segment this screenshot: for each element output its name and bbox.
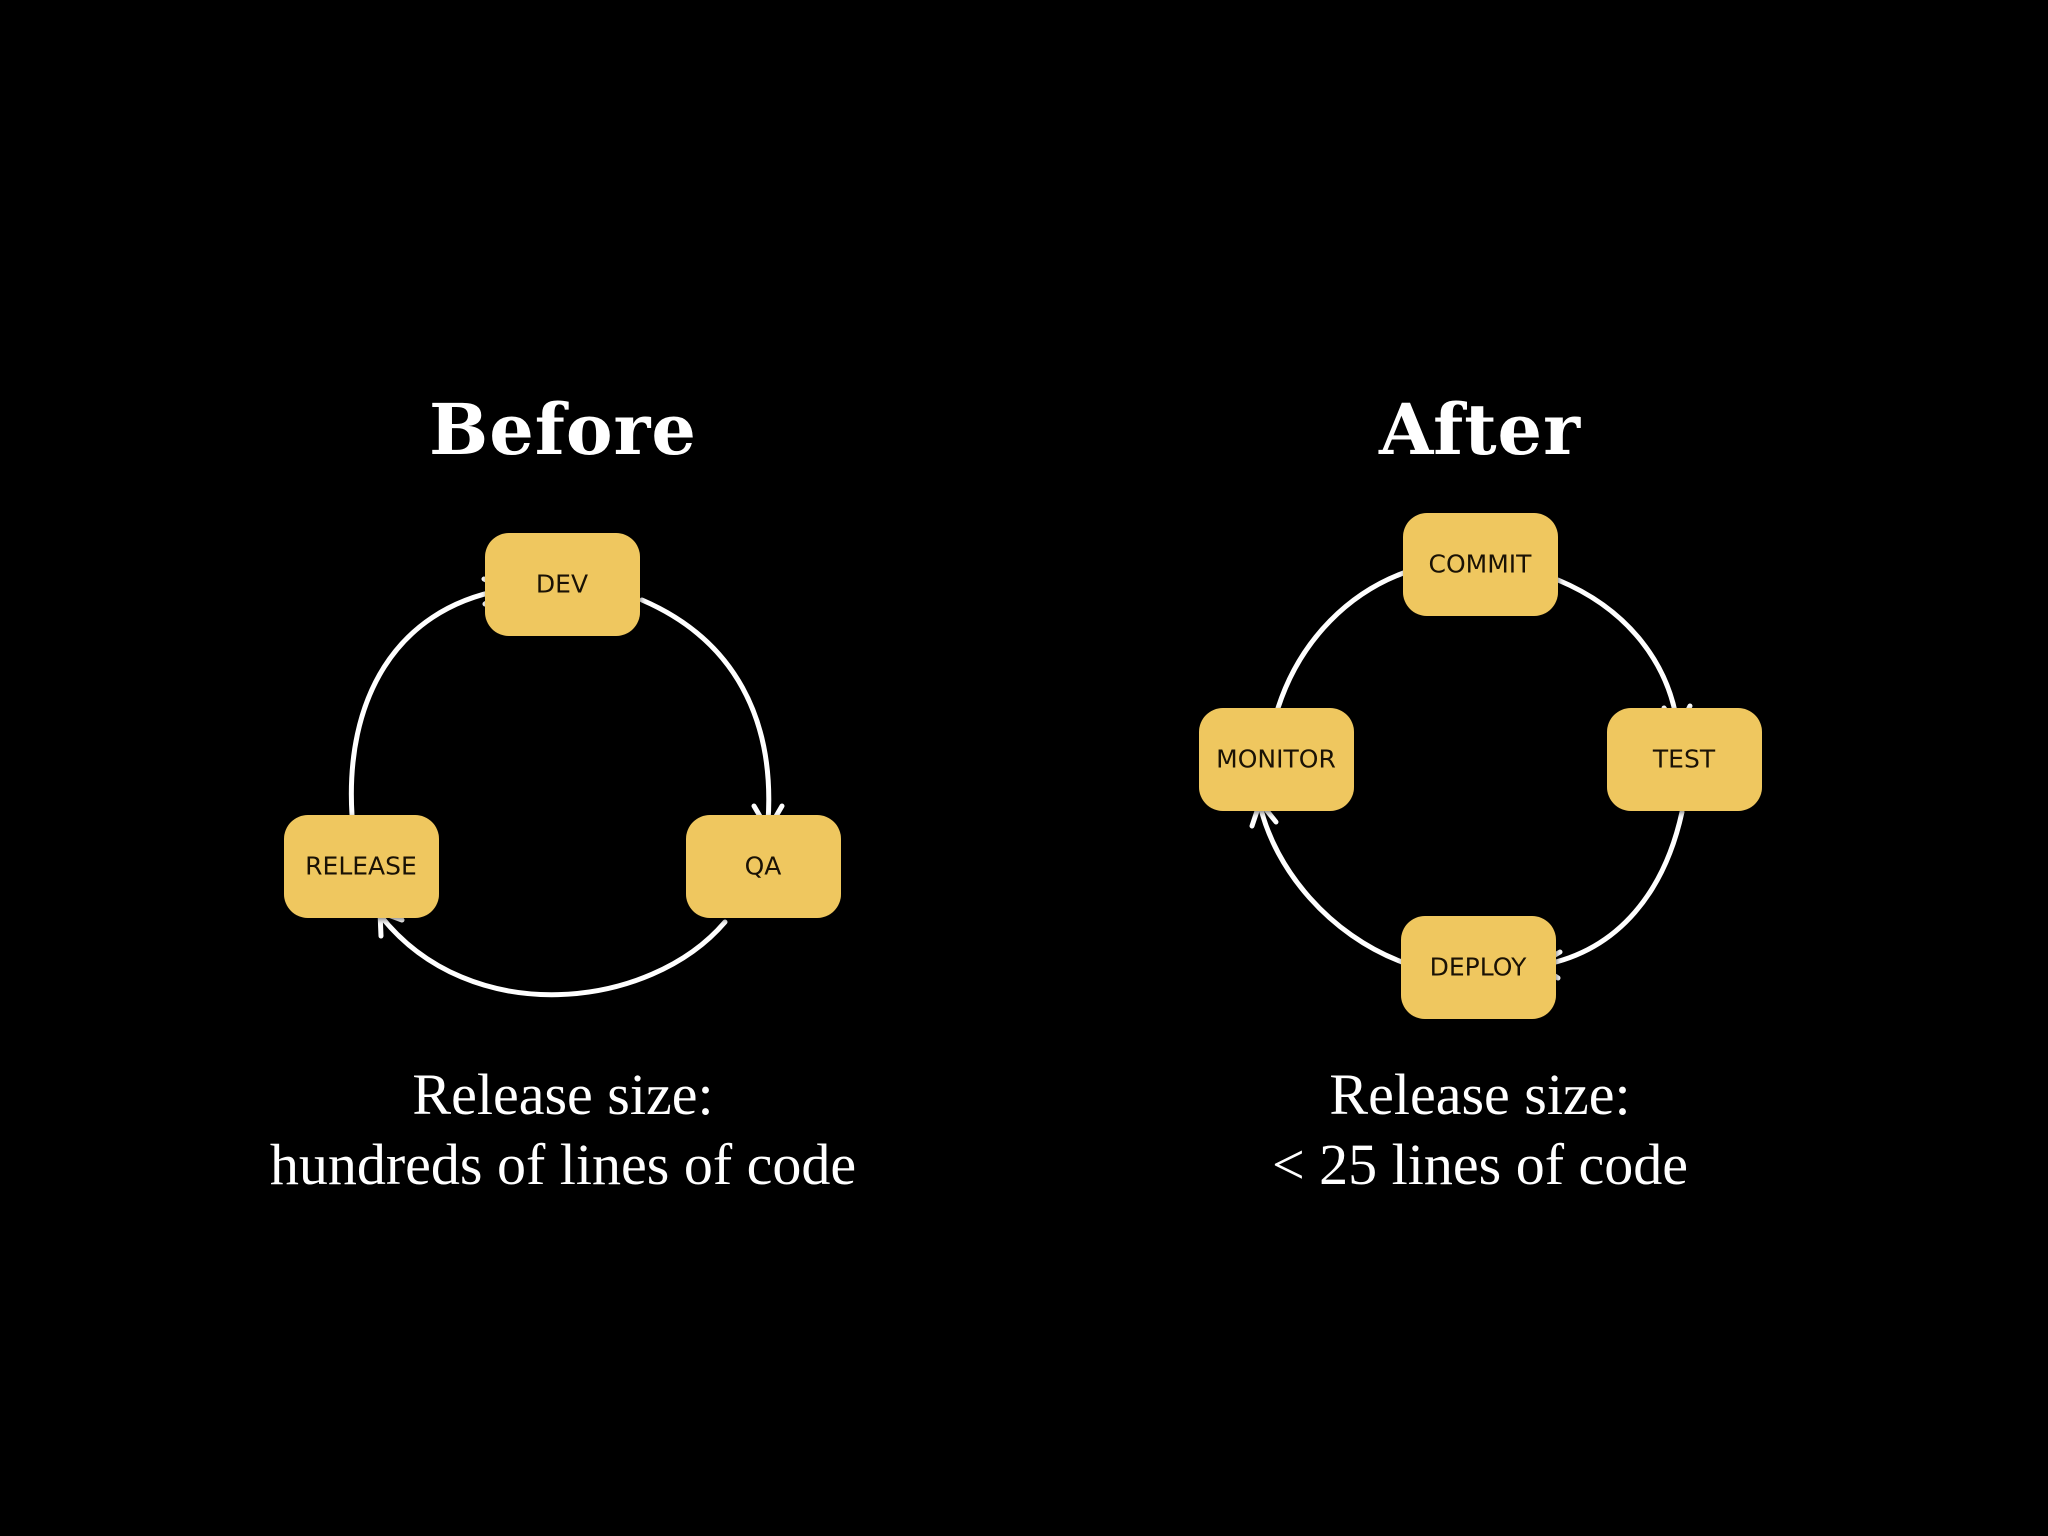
- before-node-dev: DEV: [485, 533, 640, 636]
- node-label-dev: DEV: [536, 570, 588, 599]
- after-node-commit: COMMIT: [1403, 513, 1558, 616]
- node-label-release: RELEASE: [305, 852, 417, 881]
- arrow-monitor-to-commit: [1275, 567, 1415, 711]
- arrow-release-to-dev: [348, 587, 505, 818]
- arrow-test-to-deploy: [1540, 809, 1685, 968]
- node-label-qa: QA: [745, 852, 782, 881]
- after-title: After: [1379, 388, 1581, 471]
- after-caption-line2: < 25 lines of code: [1271, 1132, 1689, 1197]
- after-node-monitor: MONITOR: [1199, 708, 1354, 811]
- node-label-commit: COMMIT: [1429, 550, 1533, 579]
- before-arrows: [348, 576, 785, 998]
- before-caption-line2: hundreds of lines of code: [269, 1132, 857, 1197]
- arrow-deploy-to-monitor: [1257, 802, 1405, 965]
- node-label-test: TEST: [1652, 745, 1716, 774]
- after-caption-line1: Release size:: [1329, 1062, 1631, 1127]
- before-caption: Release size: hundreds of lines of code: [163, 1060, 963, 1200]
- before-title: Before: [429, 388, 697, 471]
- before-node-qa: QA: [686, 815, 841, 918]
- after-node-test: TEST: [1607, 708, 1762, 811]
- before-node-release: RELEASE: [284, 815, 439, 918]
- arrow-qa-to-release: [377, 912, 728, 998]
- arrow-dev-to-qa: [639, 597, 772, 825]
- node-label-deploy: DEPLOY: [1430, 953, 1527, 982]
- arrow-commit-to-test: [1555, 577, 1680, 725]
- node-label-monitor: MONITOR: [1216, 745, 1336, 774]
- after-caption: Release size: < 25 lines of code: [1080, 1060, 1880, 1200]
- before-caption-line1: Release size:: [412, 1062, 714, 1127]
- after-node-deploy: DEPLOY: [1401, 916, 1556, 1019]
